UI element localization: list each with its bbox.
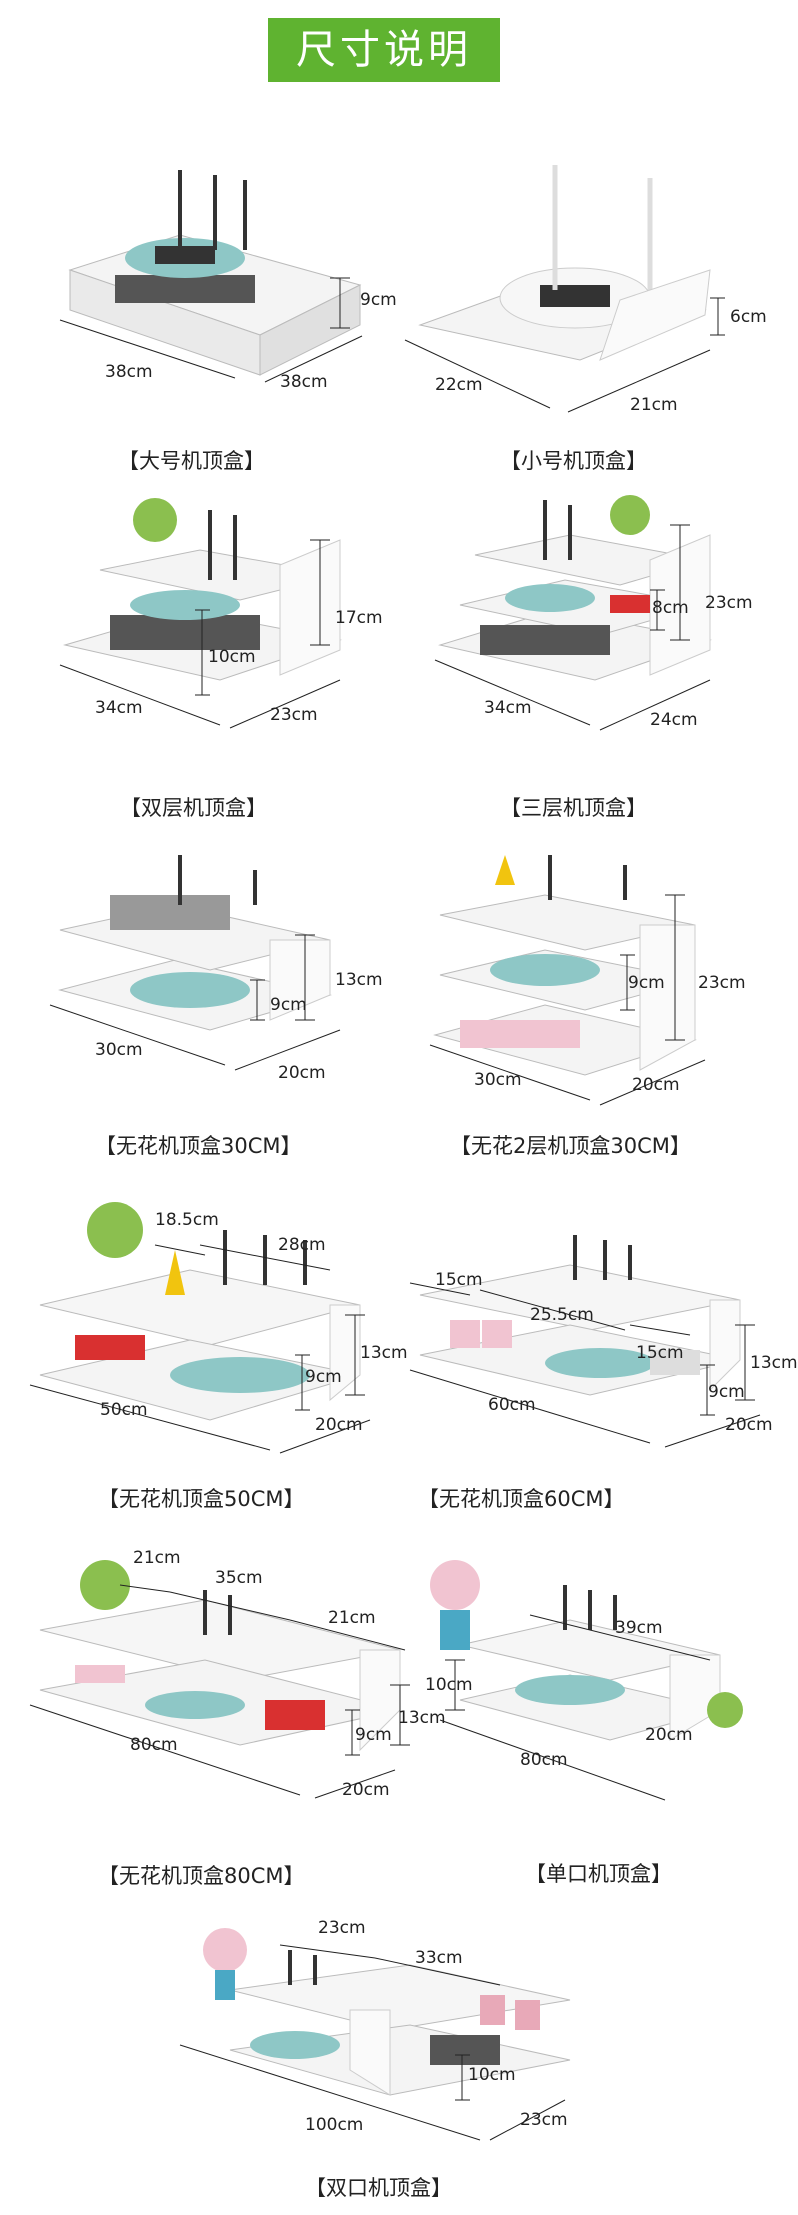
dim-depth: 20cm <box>645 1725 693 1745</box>
dim-inner-height: 10cm <box>208 647 256 667</box>
product-illustration <box>179 1928 571 2141</box>
dim-inner-height: 9cm <box>628 973 665 993</box>
dim-height: 23cm <box>698 973 746 993</box>
product-caption: 【单口机顶盒】 <box>525 1862 672 1886</box>
dim-right-width: 28cm <box>278 1235 326 1255</box>
product-illustration <box>29 1560 410 1799</box>
dim-height: 13cm <box>750 1353 798 1373</box>
dim-height: 6cm <box>730 307 767 327</box>
dim-height: 10cm <box>425 1675 473 1695</box>
dim-height: 23cm <box>705 593 753 613</box>
product-plain-50cm: 18.5cm 28cm 13cm 9cm 50cm 20cm 【无花机顶盒50C… <box>20 1175 410 1535</box>
product-double-layer: 17cm 10cm 34cm 23cm 【双层机顶盒】 <box>40 480 383 820</box>
dim-depth: 21cm <box>630 395 678 415</box>
dim-width: 30cm <box>95 1040 143 1060</box>
product-caption: 【大号机顶盒】 <box>118 449 265 473</box>
dim-width: 80cm <box>130 1735 178 1755</box>
product-illustration <box>409 1235 761 1448</box>
dim-left-width: 23cm <box>318 1918 366 1938</box>
dim-middle-width: 25.5cm <box>530 1305 594 1325</box>
dim-inner-height: 8cm <box>652 598 689 618</box>
product-plain-30cm: 13cm 9cm 30cm 20cm 【无花机顶盒30CM】 <box>40 845 383 1175</box>
dim-left-width: 18.5cm <box>155 1210 219 1230</box>
page-title-banner: 尺寸说明 <box>268 18 500 82</box>
dim-depth: 23cm <box>520 2110 568 2130</box>
product-caption: 【无花2层机顶盒30CM】 <box>450 1134 691 1158</box>
product-illustration <box>59 498 342 729</box>
product-illustration <box>29 1202 371 1454</box>
product-caption: 【三层机顶盒】 <box>500 796 647 820</box>
dim-width: 60cm <box>488 1395 536 1415</box>
product-caption: 【小号机顶盒】 <box>500 449 647 473</box>
product-illustration <box>404 165 725 413</box>
dim-width: 80cm <box>520 1750 568 1770</box>
product-illustration <box>434 495 712 731</box>
product-single-port: 39cm 10cm 20cm 80cm 【单口机顶盒】 <box>420 1540 780 1900</box>
product-large: 9cm 38cm 38cm 【大号机顶盒】 <box>40 150 397 473</box>
product-plain-80cm: 21cm 35cm 21cm 13cm 9cm 80cm 20cm 【无花机顶盒… <box>20 1540 446 1900</box>
dim-height: 13cm <box>335 970 383 990</box>
dim-depth: 20cm <box>342 1780 390 1800</box>
dim-right-width: 15cm <box>636 1343 684 1363</box>
product-triple-layer: 23cm 8cm 34cm 24cm 【三层机顶盒】 <box>420 480 770 820</box>
dim-depth: 20cm <box>315 1415 363 1435</box>
product-illustration <box>429 855 706 1106</box>
product-caption: 【无花机顶盒60CM】 <box>418 1487 625 1511</box>
dim-inner-height: 10cm <box>468 2065 516 2085</box>
dim-right-width: 39cm <box>615 1618 663 1638</box>
dim-width: 38cm <box>105 362 153 382</box>
dim-right-width: 21cm <box>328 1608 376 1628</box>
dim-depth: 20cm <box>632 1075 680 1095</box>
dim-width: 22cm <box>435 375 483 395</box>
dim-left-width: 15cm <box>435 1270 483 1290</box>
dim-inner-height: 9cm <box>270 995 307 1015</box>
dim-width: 50cm <box>100 1400 148 1420</box>
dim-left-width: 21cm <box>133 1548 181 1568</box>
product-caption: 【双口机顶盒】 <box>305 2176 452 2200</box>
dim-depth: 23cm <box>270 705 318 725</box>
dim-inner-height: 9cm <box>355 1725 392 1745</box>
dim-width: 30cm <box>474 1070 522 1090</box>
product-illustration <box>430 1560 743 1801</box>
dim-height: 13cm <box>360 1343 408 1363</box>
dim-inner-height: 9cm <box>305 1367 342 1387</box>
dim-height: 9cm <box>360 290 397 310</box>
dim-height: 17cm <box>335 608 383 628</box>
dim-depth: 20cm <box>278 1063 326 1083</box>
dim-depth: 20cm <box>725 1415 773 1435</box>
dim-right-width: 33cm <box>415 1948 463 1968</box>
dim-height: 13cm <box>398 1708 446 1728</box>
dim-width: 100cm <box>305 2115 364 2135</box>
product-caption: 【无花机顶盒50CM】 <box>98 1487 305 1511</box>
page-title: 尺寸说明 <box>296 27 472 73</box>
dim-depth: 24cm <box>650 710 698 730</box>
dim-width: 34cm <box>484 698 532 718</box>
product-illustration <box>59 170 363 383</box>
product-small: 6cm 22cm 21cm 【小号机顶盒】 <box>400 150 767 473</box>
product-caption: 【无花机顶盒30CM】 <box>95 1134 302 1158</box>
product-plain-2layer-30cm: 23cm 9cm 30cm 20cm 【无花2层机顶盒30CM】 <box>420 830 780 1175</box>
dim-depth: 38cm <box>280 372 328 392</box>
product-caption: 【双层机顶盒】 <box>120 796 267 820</box>
product-caption: 【无花机顶盒80CM】 <box>98 1864 305 1888</box>
product-plain-60cm: 15cm 25.5cm 15cm 13cm 9cm 60cm 20cm 【无花机… <box>400 1175 798 1535</box>
dim-middle-width: 35cm <box>215 1568 263 1588</box>
dim-width: 34cm <box>95 698 143 718</box>
product-illustration <box>49 855 341 1071</box>
product-double-port: 23cm 33cm 10cm 100cm 23cm 【双口机顶盒】 <box>170 1900 620 2210</box>
dim-inner-height: 9cm <box>708 1382 745 1402</box>
